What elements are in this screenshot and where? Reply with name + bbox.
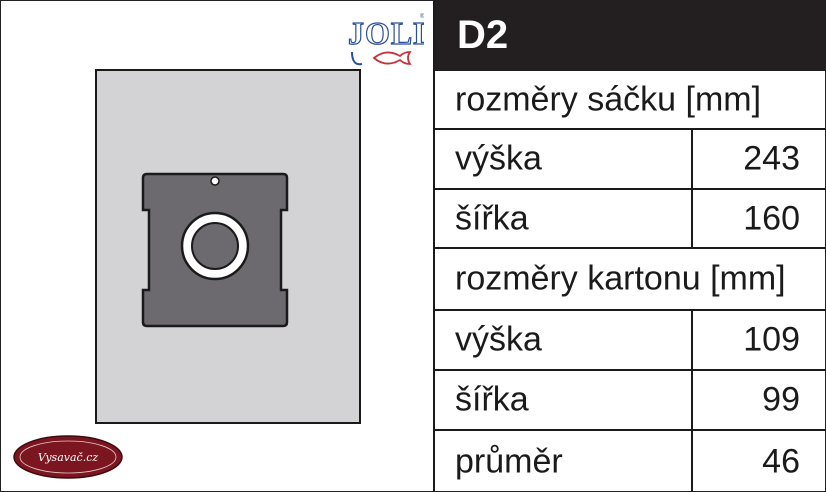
collar-opening — [191, 222, 239, 270]
column-divider — [691, 431, 693, 492]
row-value: 99 — [762, 380, 800, 419]
hang-hole — [210, 176, 220, 186]
row-label: šířka — [455, 199, 529, 237]
svg-text:JOLLY: JOLLY — [348, 15, 424, 51]
table-row: šířka 99 — [435, 371, 826, 431]
row-label: výška — [455, 320, 542, 359]
row-value: 243 — [743, 139, 800, 178]
svg-text:®: ® — [420, 13, 424, 20]
dust-bag-illustration — [95, 69, 361, 424]
table-row: výška 109 — [435, 311, 826, 371]
vysavac-badge: Vysavač.cz — [13, 435, 123, 479]
section-label: rozměry kartonu [mm] — [455, 259, 786, 298]
row-label: průměr — [455, 442, 563, 480]
section-label: rozměry sáčku [mm] — [455, 80, 762, 118]
column-divider — [691, 190, 693, 247]
spec-header: D2 — [435, 0, 826, 71]
row-value: 109 — [743, 320, 800, 359]
svg-text:Vysavač.cz: Vysavač.cz — [38, 451, 99, 464]
column-divider — [691, 130, 693, 188]
row-value: 46 — [762, 442, 800, 480]
row-value: 160 — [743, 199, 800, 237]
product-code: D2 — [457, 13, 509, 57]
bag-dimensions-heading: rozměry sáčku [mm] — [435, 71, 826, 130]
row-label: výška — [455, 139, 542, 178]
bag-collar-plate — [141, 172, 289, 328]
table-row: výška 243 — [435, 130, 826, 190]
spec-panel: D2 rozměry sáčku [mm] výška 243 šířka 16… — [433, 0, 826, 492]
row-label: šířka — [455, 380, 529, 419]
fish-icon — [372, 51, 412, 65]
column-divider — [691, 371, 693, 429]
table-row: šířka 160 — [435, 190, 826, 249]
carton-dimensions-heading: rozměry kartonu [mm] — [435, 249, 826, 311]
jolly-logo: JOLLY ® — [347, 13, 424, 66]
table-row: průměr 46 — [435, 431, 826, 492]
column-divider — [691, 311, 693, 369]
